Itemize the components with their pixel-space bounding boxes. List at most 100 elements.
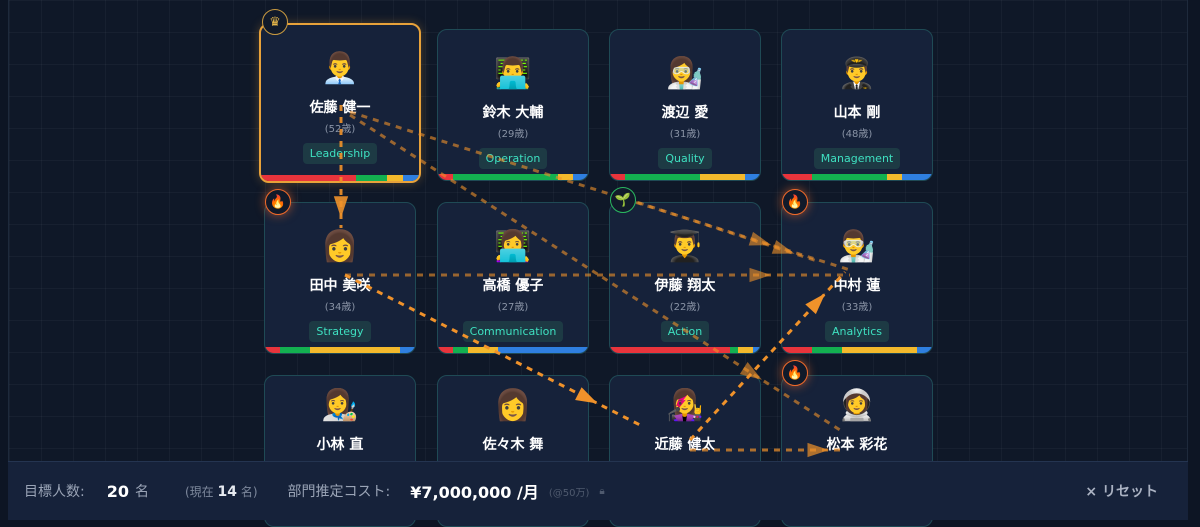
skill-tag: Analytics (825, 321, 889, 342)
trait-bar (610, 520, 760, 526)
avatar: 👨‍💼 (321, 51, 359, 86)
trait-segment (812, 174, 887, 180)
trait-segment (700, 174, 745, 180)
cost-value: ¥7,000,000 /月 (410, 483, 539, 502)
trait-bar (265, 347, 415, 353)
skill-tag: Quality (658, 148, 712, 169)
trait-segment (812, 347, 842, 353)
avatar: 👩‍🎨 (321, 388, 359, 423)
avatar: 👩 (494, 388, 532, 423)
trait-bar (782, 174, 932, 180)
target-count[interactable]: 20 (106, 481, 129, 501)
trait-segment (730, 347, 738, 353)
avatar: 👩 (321, 229, 359, 264)
member-age: (34歳) (324, 302, 356, 313)
current-suffix: 名) (240, 484, 258, 499)
trait-segment (261, 175, 356, 181)
trait-segment (355, 175, 388, 181)
member-age: (48歳) (841, 129, 873, 140)
trait-segment (453, 174, 558, 180)
trait-segment (782, 174, 812, 180)
fire-icon: 🔥 (265, 189, 291, 215)
trait-segment (842, 347, 917, 353)
footer-bar: 目標人数: 20 名 (現在 14 名) 部門推定コスト: ¥7,000,000… (8, 461, 1188, 520)
trait-segment (558, 174, 573, 180)
skill-tag: Communication (462, 321, 564, 342)
member-card[interactable]: 👨‍💻 鈴木 大輔 (29歳) Operation (437, 29, 589, 181)
trait-bar (782, 520, 932, 526)
member-card[interactable]: 👨‍💼 佐藤 健一 (52歳) Leadership (259, 23, 421, 183)
avatar: 👩‍🎤 (666, 388, 704, 423)
member-card[interactable]: 👩‍🔬 渡辺 愛 (31歳) Quality (609, 29, 761, 181)
avatar: 👩‍💻 (494, 229, 532, 264)
member-age: (52歳) (324, 124, 356, 135)
rate-note: (@50万) (548, 487, 590, 499)
member-name: 山本 剛 (833, 105, 881, 121)
member-age: (27歳) (497, 302, 529, 313)
avatar: 👨‍💻 (494, 56, 532, 91)
member-name: 高橋 優子 (482, 278, 544, 294)
avatar: 👩‍🔬 (666, 56, 704, 91)
member-age: (29歳) (497, 129, 529, 140)
member-card[interactable]: 👨‍✈️ 山本 剛 (48歳) Management (781, 29, 933, 181)
skill-tag: Operation (478, 148, 548, 169)
trait-bar (265, 520, 415, 526)
trait-bar (261, 175, 419, 181)
target-label: 目標人数: (24, 484, 85, 500)
sprout-icon: 🌱 (610, 187, 636, 213)
trait-segment (400, 347, 415, 353)
target-unit: 名 (134, 484, 149, 500)
member-name: 佐々木 舞 (482, 437, 544, 453)
trait-bar (438, 347, 588, 353)
trait-bar (438, 520, 588, 526)
crown-icon: ♛ (262, 9, 288, 35)
current-prefix: (現在 (184, 484, 214, 499)
trait-segment (265, 347, 280, 353)
trait-segment (438, 174, 453, 180)
trait-bar (782, 347, 932, 353)
trait-segment (737, 347, 753, 353)
member-name: 田中 美咲 (309, 278, 371, 294)
trait-segment (625, 174, 700, 180)
member-name: 近藤 健太 (654, 437, 716, 453)
trait-segment (438, 347, 453, 353)
trait-segment (887, 174, 902, 180)
trait-segment (453, 347, 468, 353)
trait-segment (752, 347, 760, 353)
member-card[interactable]: 👩‍💻 高橋 優子 (27歳) Communication (437, 202, 589, 354)
trait-bar (610, 174, 760, 180)
trait-bar (610, 347, 760, 353)
member-name: 佐藤 健一 (309, 100, 371, 116)
trait-segment (902, 174, 932, 180)
org-board (8, 0, 1188, 520)
trait-bar (438, 174, 588, 180)
member-name: 中村 蓮 (833, 278, 881, 294)
avatar: 👨‍🎓 (666, 229, 704, 264)
trait-segment (403, 175, 419, 181)
trait-segment (498, 347, 588, 353)
member-card[interactable]: 👨‍🎓 伊藤 翔太 (22歳) Action (609, 202, 761, 354)
avatar: 👨‍✈️ (838, 56, 876, 91)
lock-icon[interactable]: 🔒︎ (599, 485, 605, 497)
member-name: 渡辺 愛 (661, 105, 709, 121)
trait-segment (387, 175, 404, 181)
member-card[interactable]: 👩 田中 美咲 (34歳) Strategy (264, 202, 416, 354)
reset-button[interactable]: × リセット (1085, 484, 1158, 500)
trait-segment (610, 174, 625, 180)
avatar: 👨‍🔬 (838, 229, 876, 264)
skill-tag: Leadership (302, 143, 378, 164)
member-card[interactable]: 👨‍🔬 中村 蓮 (33歳) Analytics (781, 202, 933, 354)
trait-segment (573, 174, 588, 180)
member-name: 小林 直 (316, 437, 364, 453)
fire-icon: 🔥 (782, 360, 808, 386)
member-name: 松本 彩花 (826, 437, 888, 453)
member-age: (22歳) (669, 302, 701, 313)
current-count: (現在 14 名) (185, 483, 258, 500)
member-age: (31歳) (669, 129, 701, 140)
skill-tag: Action (660, 321, 710, 342)
fire-icon: 🔥 (782, 189, 808, 215)
member-name: 伊藤 翔太 (654, 278, 716, 294)
avatar: 👩‍🚀 (838, 388, 876, 423)
member-age: (33歳) (841, 302, 873, 313)
trait-segment (280, 347, 310, 353)
